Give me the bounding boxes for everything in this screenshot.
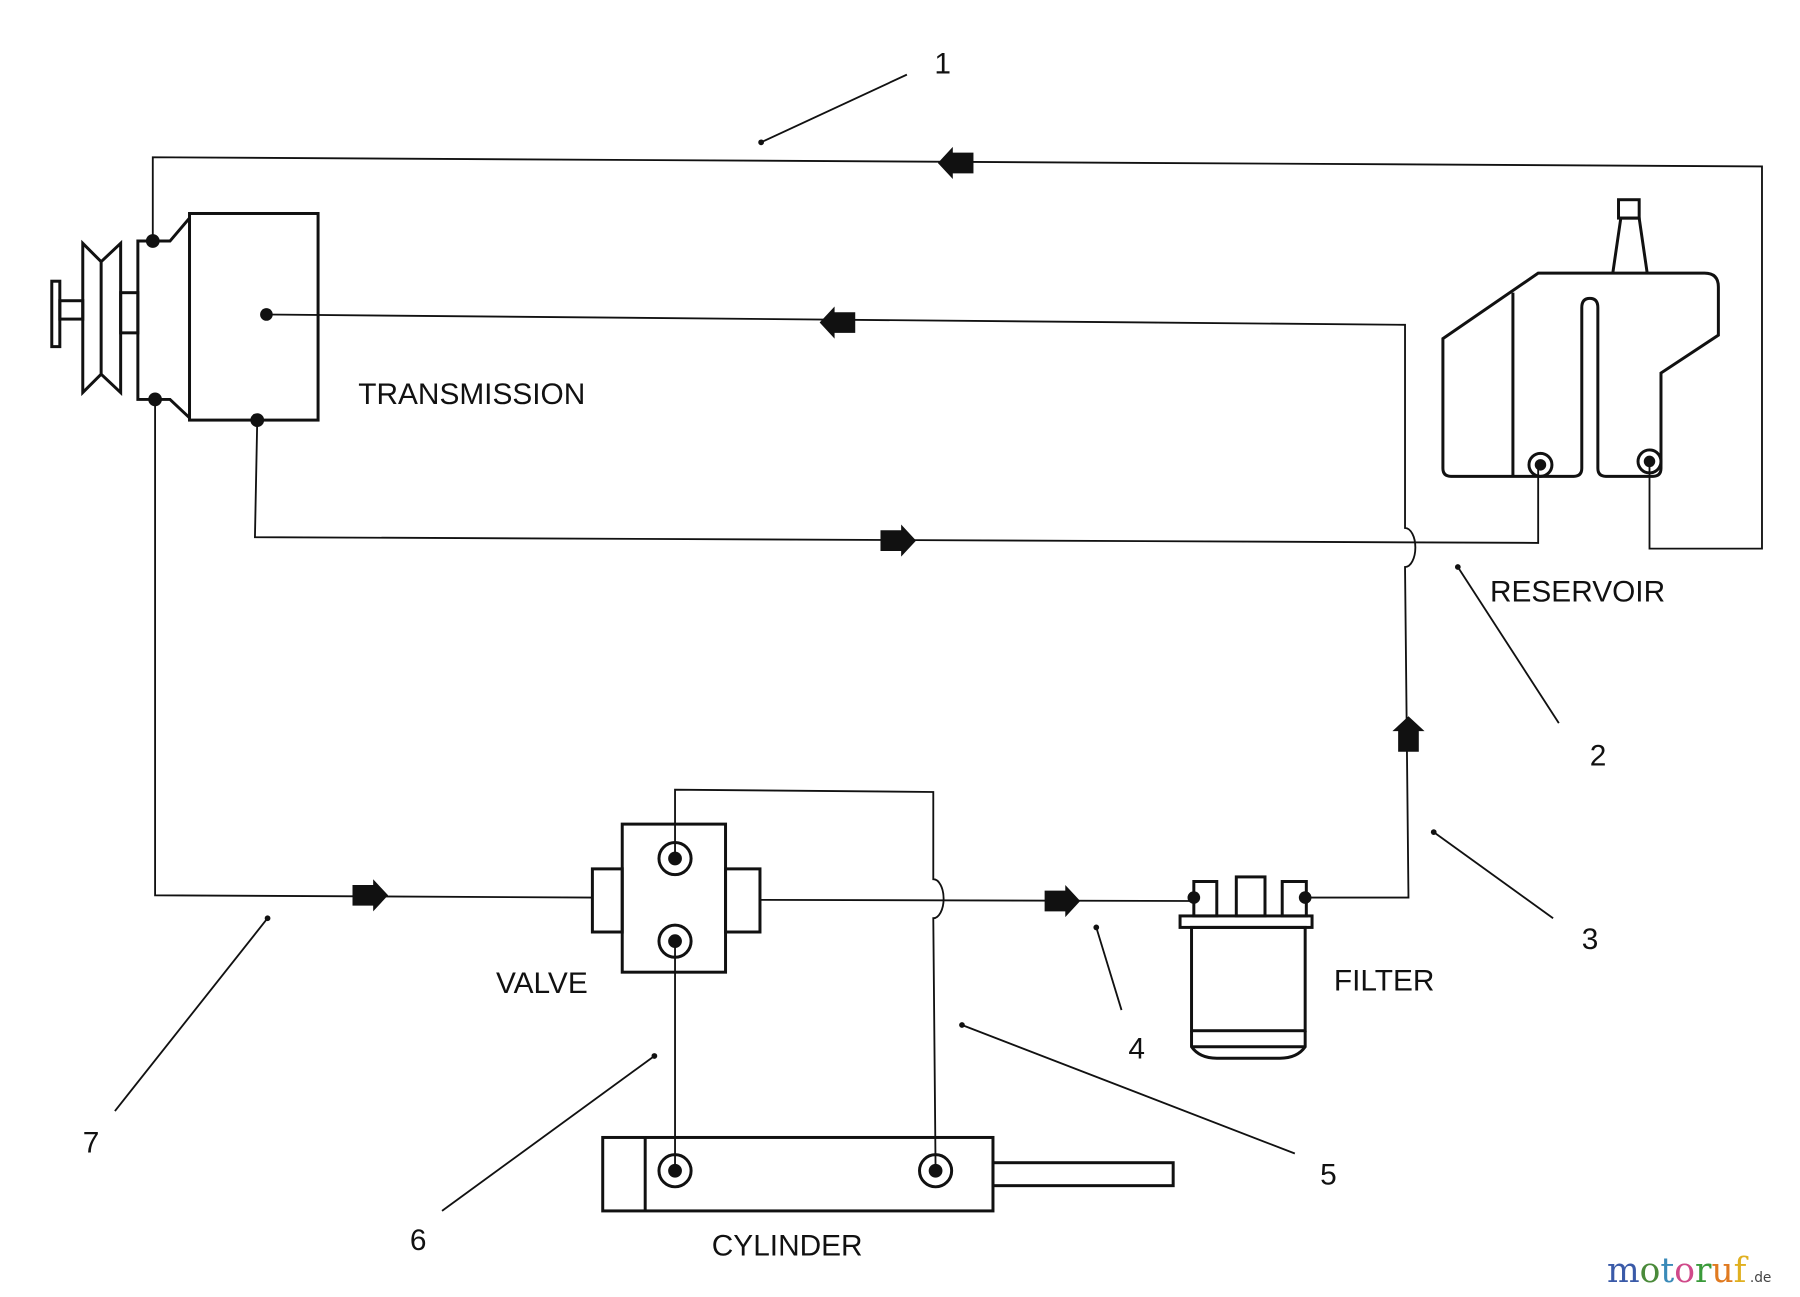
reservoir-label: RESERVOIR bbox=[1490, 575, 1665, 608]
svg-text:motoruf.de: motoruf.de bbox=[1607, 1251, 1771, 1291]
valve-component bbox=[590, 822, 762, 974]
hose-4 bbox=[759, 898, 1194, 902]
callout-5: 5 bbox=[1320, 1159, 1337, 1192]
transmission-label: TRANSMISSION bbox=[358, 378, 585, 411]
flow-arrow-right-icon bbox=[880, 524, 917, 557]
filter-label: FILTER bbox=[1334, 965, 1435, 998]
hose-7 bbox=[154, 399, 593, 899]
flow-arrow-right-icon bbox=[1044, 884, 1081, 918]
callout-1: 1 bbox=[934, 47, 951, 80]
flow-arrow-left-icon bbox=[937, 146, 974, 180]
hose-1 bbox=[151, 156, 1763, 550]
flow-arrow-up-icon bbox=[1392, 716, 1425, 752]
callout-2: 2 bbox=[1590, 740, 1607, 773]
callout-leaders bbox=[114, 73, 1560, 1212]
flow-arrow-right-icon bbox=[352, 879, 389, 912]
valve-label: VALVE bbox=[496, 967, 588, 1000]
callout-4: 4 bbox=[1128, 1032, 1145, 1065]
hose-5 bbox=[674, 788, 945, 1171]
callout-3: 3 bbox=[1582, 923, 1599, 956]
reservoir-component bbox=[1441, 198, 1720, 478]
hose-return bbox=[254, 420, 1540, 544]
transmission-component bbox=[50, 211, 320, 427]
cylinder-label: CYLINDER bbox=[712, 1230, 863, 1263]
watermark-suffix: .de bbox=[1750, 1270, 1772, 1286]
flow-arrow-left-icon bbox=[819, 306, 856, 339]
watermark-logo: motoruf.de bbox=[1607, 1251, 1771, 1291]
callout-7: 7 bbox=[83, 1126, 100, 1159]
hose-2 bbox=[266, 313, 1417, 899]
cylinder-component bbox=[601, 1135, 1175, 1213]
filter-component bbox=[1178, 875, 1314, 1060]
callout-6: 6 bbox=[410, 1224, 427, 1257]
